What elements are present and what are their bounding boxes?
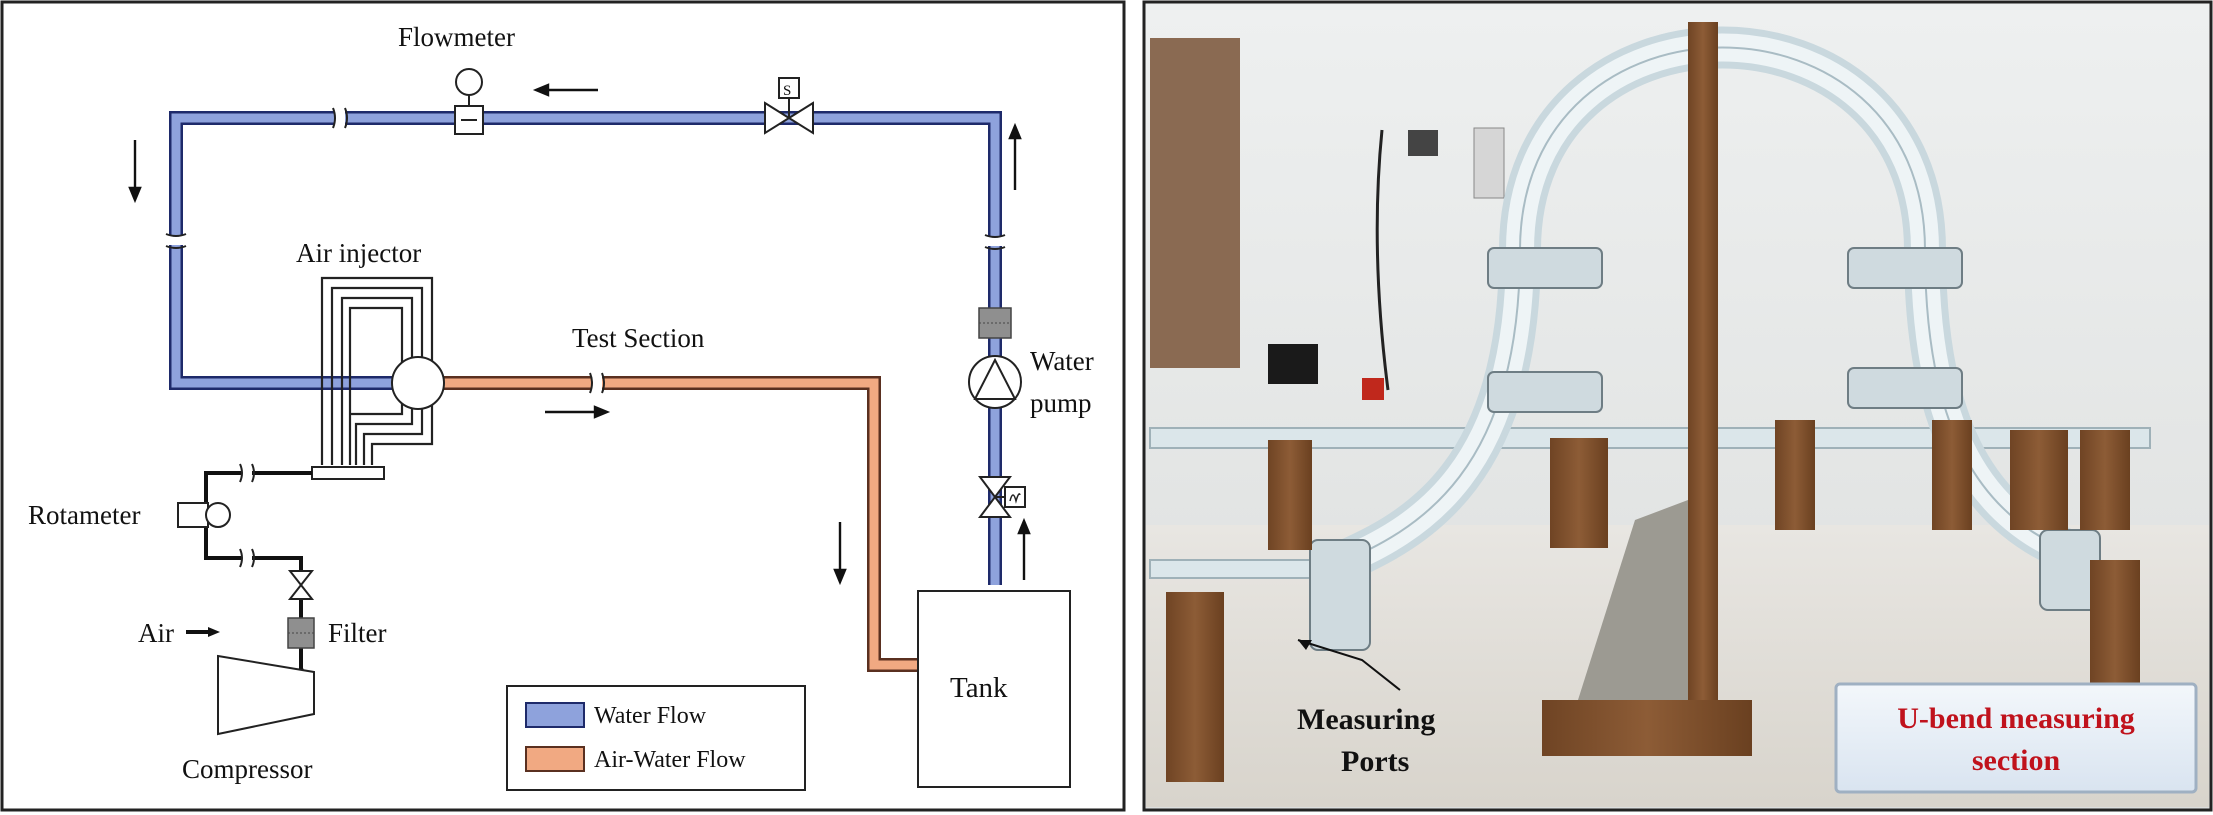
- air-break-marks: [239, 463, 255, 568]
- air-valve-symbol: [287, 570, 315, 600]
- filter-label: Filter: [328, 618, 387, 648]
- filter-symbol: [287, 617, 315, 649]
- water-pump-symbol: [968, 355, 1022, 409]
- test-section-label: Test Section: [572, 323, 705, 353]
- air-injector-label: Air injector: [296, 238, 421, 268]
- center-wood-post: [1688, 22, 1718, 750]
- rotameter-label: Rotameter: [28, 500, 140, 530]
- flowmeter-label: Flowmeter: [398, 22, 515, 52]
- bottom-valve-symbol: [978, 476, 1026, 518]
- legend: Water Flow Air-Water Flow: [506, 685, 806, 791]
- air-inlet-arrow: [208, 627, 220, 637]
- measuring-ports-label-1: Measuring: [1297, 703, 1435, 736]
- wall-device-2: [1473, 127, 1505, 199]
- legend-airwater-swatch: [525, 746, 585, 772]
- legend-airwater-label: Air-Water Flow: [594, 747, 746, 773]
- lower-pipe: [1149, 559, 1311, 579]
- tank-label: Tank: [950, 672, 1008, 704]
- compressor-label: Compressor: [182, 754, 313, 784]
- measuring-ports-pointer: [1297, 639, 1401, 691]
- water-pipe-loop: [169, 111, 1002, 585]
- wall-cable: [1375, 129, 1390, 391]
- center-post-brace: [1578, 500, 1688, 700]
- flow-arrows: [128, 83, 1031, 586]
- schematic-panel: Flowmeter S Air injector Test Se: [0, 0, 1126, 812]
- straight-pipe: [1149, 427, 2151, 449]
- red-connector: [1362, 378, 1384, 400]
- caption-line-1: U-bend measuring: [1897, 702, 2135, 735]
- air-manifold: [311, 466, 385, 480]
- wall-device-1: [1408, 130, 1438, 156]
- photo-panel: Measuring Ports U-bend measuring section: [1142, 0, 2213, 812]
- flow-sensor-block: [978, 307, 1012, 339]
- top-valve-s: S: [783, 83, 791, 99]
- compressor-symbol: [217, 654, 315, 736]
- water-pump-label-1: Water: [1030, 346, 1094, 376]
- photo-caption: U-bend measuring section: [1834, 682, 2198, 794]
- center-post-base: [1542, 700, 1752, 756]
- water-pump-label-2: pump: [1030, 388, 1092, 418]
- caption-line-2: section: [1972, 744, 2061, 777]
- tank-symbol: [917, 590, 1071, 788]
- measuring-ports-arrowhead: [1298, 640, 1312, 650]
- legend-water-label: Water Flow: [594, 703, 707, 729]
- legend-water-swatch: [525, 702, 585, 728]
- measuring-ports-label-2: Ports: [1341, 745, 1409, 778]
- rotameter-symbol: [177, 502, 231, 528]
- test-section-pipe: [440, 376, 918, 672]
- pipe-break-marks: [165, 107, 1006, 394]
- wall-board: [1150, 38, 1240, 368]
- air-injector-symbol: [391, 356, 445, 410]
- pipe-flanges: [1309, 247, 2101, 651]
- top-valve-symbol: [764, 77, 814, 135]
- air-label: Air: [138, 618, 174, 648]
- flowmeter-symbol: [454, 68, 484, 135]
- pressure-transducer: [1268, 344, 1318, 384]
- wooden-supports: [1166, 420, 2140, 782]
